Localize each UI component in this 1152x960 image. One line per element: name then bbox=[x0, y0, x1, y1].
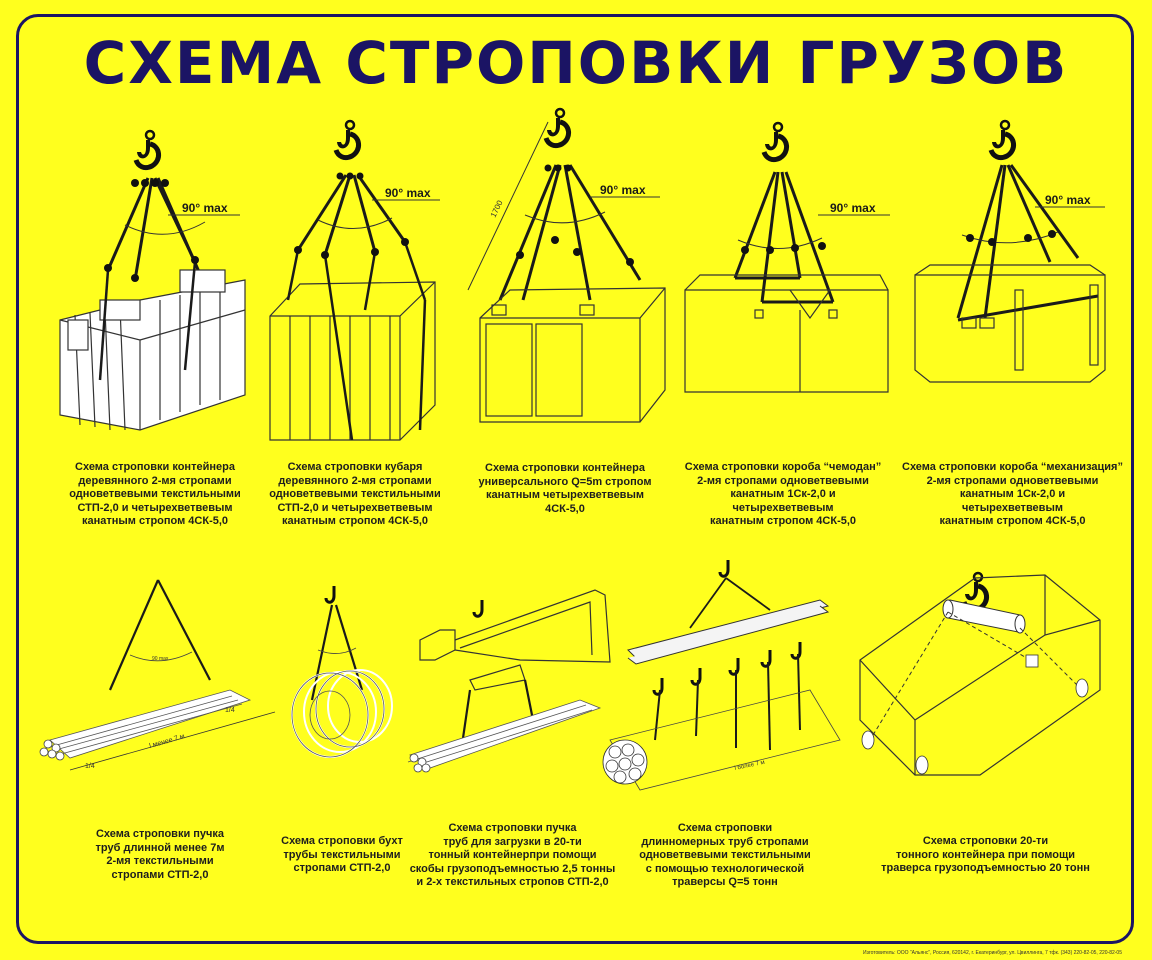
manufacturer-footer: Изготовитель: ООО “Альянс”, Россия, 6201… bbox=[863, 950, 1122, 956]
crane-hook-icon bbox=[764, 123, 787, 160]
quarter-label-right: 1/4 bbox=[225, 707, 235, 714]
angle-small-label: 90 max bbox=[152, 656, 169, 662]
diagram-container-20t bbox=[859, 573, 1101, 776]
caption-suitcase-box: Схема строповки короба “чемодан” 2-мя ст… bbox=[684, 461, 882, 527]
angle-label: 90° max bbox=[385, 186, 431, 200]
bundle-length-label: l менее 7 м bbox=[149, 733, 186, 750]
caption-container-20t: Схема строповки 20-ти тонного контейнера… bbox=[881, 835, 1090, 874]
angle-label: 90° max bbox=[1045, 193, 1091, 207]
poster-title: СХЕМА СТРОПОВКИ ГРУЗОВ bbox=[83, 29, 1069, 97]
caption-wooden-container: Схема строповки контейнера деревянного 2… bbox=[69, 461, 241, 527]
crane-hook-icon bbox=[324, 584, 336, 604]
diagram-pipe-bundle: 90 max l менее 7 м 1/4 1/4 bbox=[39, 579, 276, 771]
quarter-label-left: 1/4 bbox=[85, 763, 95, 770]
angle-label: 90° max bbox=[182, 201, 228, 215]
caption-wooden-crate: Схема строповки кубаря деревянного 2-мя … bbox=[269, 461, 441, 527]
caption-pipe-coils: Схема строповки бухт трубы текстильными … bbox=[281, 835, 403, 874]
diagram-long-pipes: l более 7 м bbox=[602, 558, 841, 791]
crane-hook-icon bbox=[336, 121, 359, 158]
caption-pipe-bundle-container: Схема строповки пучка труб для загрузки … bbox=[409, 822, 616, 888]
angle-label: 90° max bbox=[600, 183, 646, 197]
crane-hook-icon bbox=[546, 109, 569, 146]
crane-hook-icon bbox=[718, 558, 730, 578]
caption-universal-container: Схема строповки контейнера универсальног… bbox=[478, 462, 652, 515]
diagram-universal-container: 1700 90° max bbox=[467, 109, 666, 423]
diagram-pipe-coils bbox=[291, 584, 393, 758]
diagram-suitcase-box: 90° max bbox=[684, 123, 890, 393]
diagram-wooden-container: 90° max bbox=[59, 131, 246, 431]
sling-length-label: 1700 bbox=[489, 198, 505, 218]
caption-mechanization-box: Схема строповки короба “механизация” 2-м… bbox=[902, 461, 1123, 527]
pipe-length-label: l более 7 м bbox=[734, 760, 765, 772]
diagram-wooden-crate: 90° max bbox=[269, 121, 440, 441]
diagram-mechanization-box: 90° max bbox=[914, 121, 1106, 383]
caption-long-pipes: Схема строповки длинномерных труб стропа… bbox=[639, 822, 811, 888]
crane-hook-icon bbox=[991, 121, 1014, 158]
poster-frame bbox=[16, 14, 1134, 944]
caption-pipe-bundle: Схема строповки пучка труб длинной менее… bbox=[95, 828, 225, 881]
crane-hook-icon bbox=[136, 131, 159, 168]
crane-hook-icon bbox=[472, 598, 484, 618]
angle-label: 90° max bbox=[830, 201, 876, 215]
diagram-pipe-bundle-container bbox=[407, 589, 611, 773]
